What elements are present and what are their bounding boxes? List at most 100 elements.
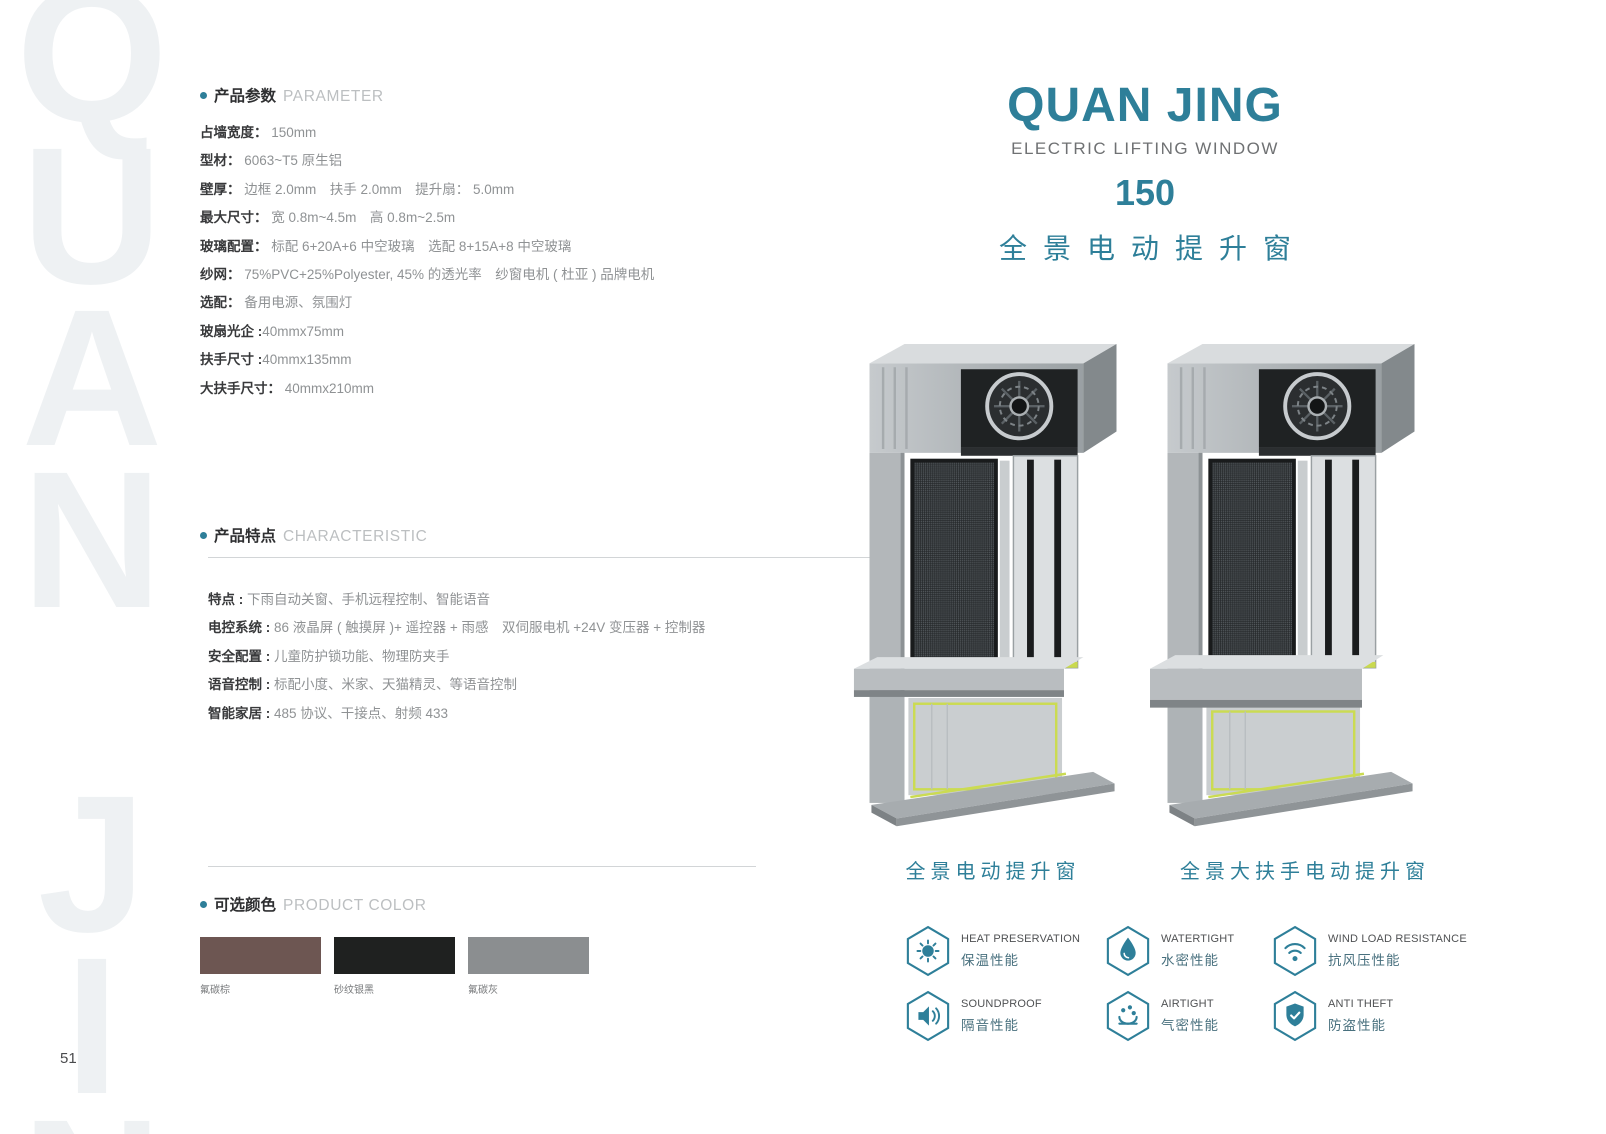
parameter-label: 型材： [200, 153, 241, 169]
characteristic-label: 语音控制 : [208, 677, 271, 693]
shield-icon [1273, 990, 1317, 1042]
characteristic-heading-en: CHARACTERISTIC [283, 528, 428, 545]
parameter-heading: 产品参数 PARAMETER [200, 84, 890, 106]
characteristic-label: 安全配置 : [208, 648, 271, 664]
parameter-value: 40mmx75mm [262, 323, 345, 339]
bullet-icon [200, 531, 207, 539]
color-heading-en: PRODUCT COLOR [283, 897, 427, 914]
characteristic-row: 电控系统 : 86 液晶屏 ( 触摸屏 )+ 遥控器 + 雨感 双伺服电机 +2… [208, 614, 898, 642]
parameter-label: 纱网： [200, 267, 241, 283]
characteristic-row: 智能家居 : 485 协议、干接点、射频 433 [208, 700, 898, 728]
characteristic-value: 下雨自动关窗、手机远程控制、智能语音 [247, 592, 491, 607]
airflow-icon [1106, 990, 1150, 1042]
sun-icon [906, 925, 950, 977]
feature-heat-preservation: HEAT PRESERVATION 保温性能 [905, 925, 1080, 977]
characteristic-row: 安全配置 : 儿童防护锁功能、物理防夹手 [208, 643, 898, 671]
section-divider [208, 866, 756, 867]
feature-title-en: HEAT PRESERVATION [961, 933, 1081, 945]
parameter-row: 玻扇光企 :40mmx75mm [200, 318, 890, 346]
brand-subtitle: ELECTRIC LIFTING WINDOW [1011, 139, 1279, 158]
brand-title: QUAN JING [1007, 79, 1283, 132]
product-name-zh: 全景电动提升窗 [998, 233, 1307, 264]
characteristic-row: 语音控制 : 标配小度、米家、天猫精灵、等语音控制 [208, 671, 898, 699]
parameter-value: 宽 0.8m~4.5m 高 0.8m~2.5m [271, 210, 456, 226]
characteristic-value: 485 协议、干接点、射频 433 [274, 705, 449, 721]
parameter-label: 占墙宽度： [200, 125, 268, 140]
characteristic-heading: 产品特点 CHARACTERISTIC [200, 524, 890, 546]
wind-icon [1273, 925, 1317, 977]
feature-title-zh: 防盗性能 [1328, 1018, 1386, 1033]
characteristic-value: 标配小度、米家、天猫精灵、等语音控制 [274, 677, 518, 693]
parameter-value: 标配 6+20A+6 中空玻璃 选配 8+15A+8 中空玻璃 [271, 238, 572, 254]
parameter-value: 40mmx135mm [262, 352, 352, 368]
bullet-icon [200, 91, 207, 99]
parameter-row: 大扶手尺寸： 40mmx210mm [200, 375, 890, 403]
feature-title-zh: 气密性能 [1161, 1018, 1219, 1033]
window-cross-section-image [1150, 343, 1415, 827]
feature-title-en: SOUNDPROOF [961, 998, 1042, 1010]
window-render-2 [1150, 336, 1432, 842]
feature-title-en: WIND LOAD RESISTANCE [1328, 933, 1467, 945]
characteristic-value: 儿童防护锁功能、物理防夹手 [274, 648, 450, 664]
window-caption-2: 全景大扶手电动提升窗 [1180, 861, 1430, 883]
bullet-icon [200, 900, 207, 908]
parameter-label: 壁厚： [200, 181, 241, 197]
watermark: QUAN JING [0, 0, 201, 1134]
swatch-label: 氟碳灰 [468, 985, 498, 996]
color-heading-zh: 可选颜色 [214, 897, 277, 914]
window-cross-section-image [853, 343, 1117, 827]
parameter-heading-zh: 产品参数 [214, 88, 277, 105]
parameter-section: 产品参数 PARAMETER 占墙宽度： 150mm 型材： 6063~T5 原… [200, 84, 890, 403]
characteristic-list-wrap: 特点 : 下雨自动关窗、手机远程控制、智能语音 电控系统 : 86 液晶屏 ( … [208, 586, 898, 728]
feature-watertight: WATERTIGHT 水密性能 [1105, 925, 1234, 977]
color-swatch-gray [468, 937, 589, 974]
characteristic-section: 产品特点 CHARACTERISTIC [200, 524, 890, 546]
feature-airtight: AIRTIGHT 气密性能 [1105, 990, 1219, 1042]
feature-title-zh: 水密性能 [1161, 953, 1219, 968]
characteristic-label: 特点 : [208, 592, 244, 607]
parameter-row: 最大尺寸： 宽 0.8m~4.5m 高 0.8m~2.5m [200, 204, 890, 232]
characteristic-heading-zh: 产品特点 [214, 528, 277, 545]
parameter-row: 选配： 备用电源、氛围灯 [200, 289, 890, 317]
parameter-value: 150mm [271, 125, 317, 140]
parameter-label: 玻璃配置： [200, 238, 268, 254]
swatch-names: 氟碳棕 砂纹银黑 氟碳灰 [200, 981, 800, 996]
color-heading: 可选颜色 PRODUCT COLOR [200, 893, 800, 915]
color-section: 可选颜色 PRODUCT COLOR 氟碳棕 砂纹银黑 氟碳灰 [200, 893, 800, 996]
parameter-value: 边框 2.0mm 扶手 2.0mm 提升扇： 5.0mm [244, 181, 515, 197]
parameter-row: 玻璃配置： 标配 6+20A+6 中空玻璃 选配 8+15A+8 中空玻璃 [200, 233, 890, 261]
characteristic-value: 86 液晶屏 ( 触摸屏 )+ 遥控器 + 雨感 双伺服电机 +24V 变压器 … [274, 620, 706, 636]
feature-wind-load-resistance: WIND LOAD RESISTANCE 抗风压性能 [1272, 925, 1467, 977]
parameter-value: 40mmx210mm [284, 380, 375, 396]
parameter-label: 扶手尺寸 : [200, 352, 263, 368]
swatch-label: 砂纹银黑 [334, 985, 374, 996]
feature-title-zh: 保温性能 [961, 953, 1019, 968]
parameter-heading-en: PARAMETER [283, 88, 384, 105]
parameter-value: 6063~T5 原生铝 [244, 153, 343, 169]
parameter-label: 选配： [200, 295, 241, 311]
parameter-list: 占墙宽度： 150mm 型材： 6063~T5 原生铝 壁厚： 边框 2.0mm… [200, 119, 890, 403]
parameter-label: 最大尺寸： [200, 210, 268, 226]
color-swatch-brown [200, 937, 321, 974]
parameter-value: 75%PVC+25%Polyester, 45% 的透光率 纱窗电机 ( 杜亚 … [244, 267, 655, 283]
swatch-label: 氟碳棕 [200, 985, 230, 996]
characteristic-list: 特点 : 下雨自动关窗、手机远程控制、智能语音 电控系统 : 86 液晶屏 ( … [208, 586, 898, 728]
page-number: 51 [60, 1050, 77, 1067]
water-drop-icon [1106, 925, 1150, 977]
feature-title-zh: 隔音性能 [961, 1018, 1019, 1033]
model-number: 150 [1114, 172, 1176, 213]
parameter-row: 壁厚： 边框 2.0mm 扶手 2.0mm 提升扇： 5.0mm [200, 176, 890, 204]
parameter-row: 扶手尺寸 :40mmx135mm [200, 346, 890, 374]
feature-soundproof: SOUNDPROOF 隔音性能 [905, 990, 1042, 1042]
parameter-row: 型材： 6063~T5 原生铝 [200, 147, 890, 175]
feature-anti-theft: ANTI THEFT 防盗性能 [1272, 990, 1393, 1042]
parameter-value: 备用电源、氛围灯 [244, 295, 353, 311]
feature-title-en: AIRTIGHT [1161, 998, 1214, 1010]
parameter-label: 大扶手尺寸： [200, 380, 281, 396]
window-render-1 [852, 336, 1134, 842]
characteristic-label: 智能家居 : [208, 705, 271, 721]
parameter-row: 纱网： 75%PVC+25%Polyester, 45% 的透光率 纱窗电机 (… [200, 261, 890, 289]
parameter-label: 玻扇光企 : [200, 323, 263, 339]
section-divider [208, 557, 870, 558]
feature-title-zh: 抗风压性能 [1328, 953, 1401, 968]
